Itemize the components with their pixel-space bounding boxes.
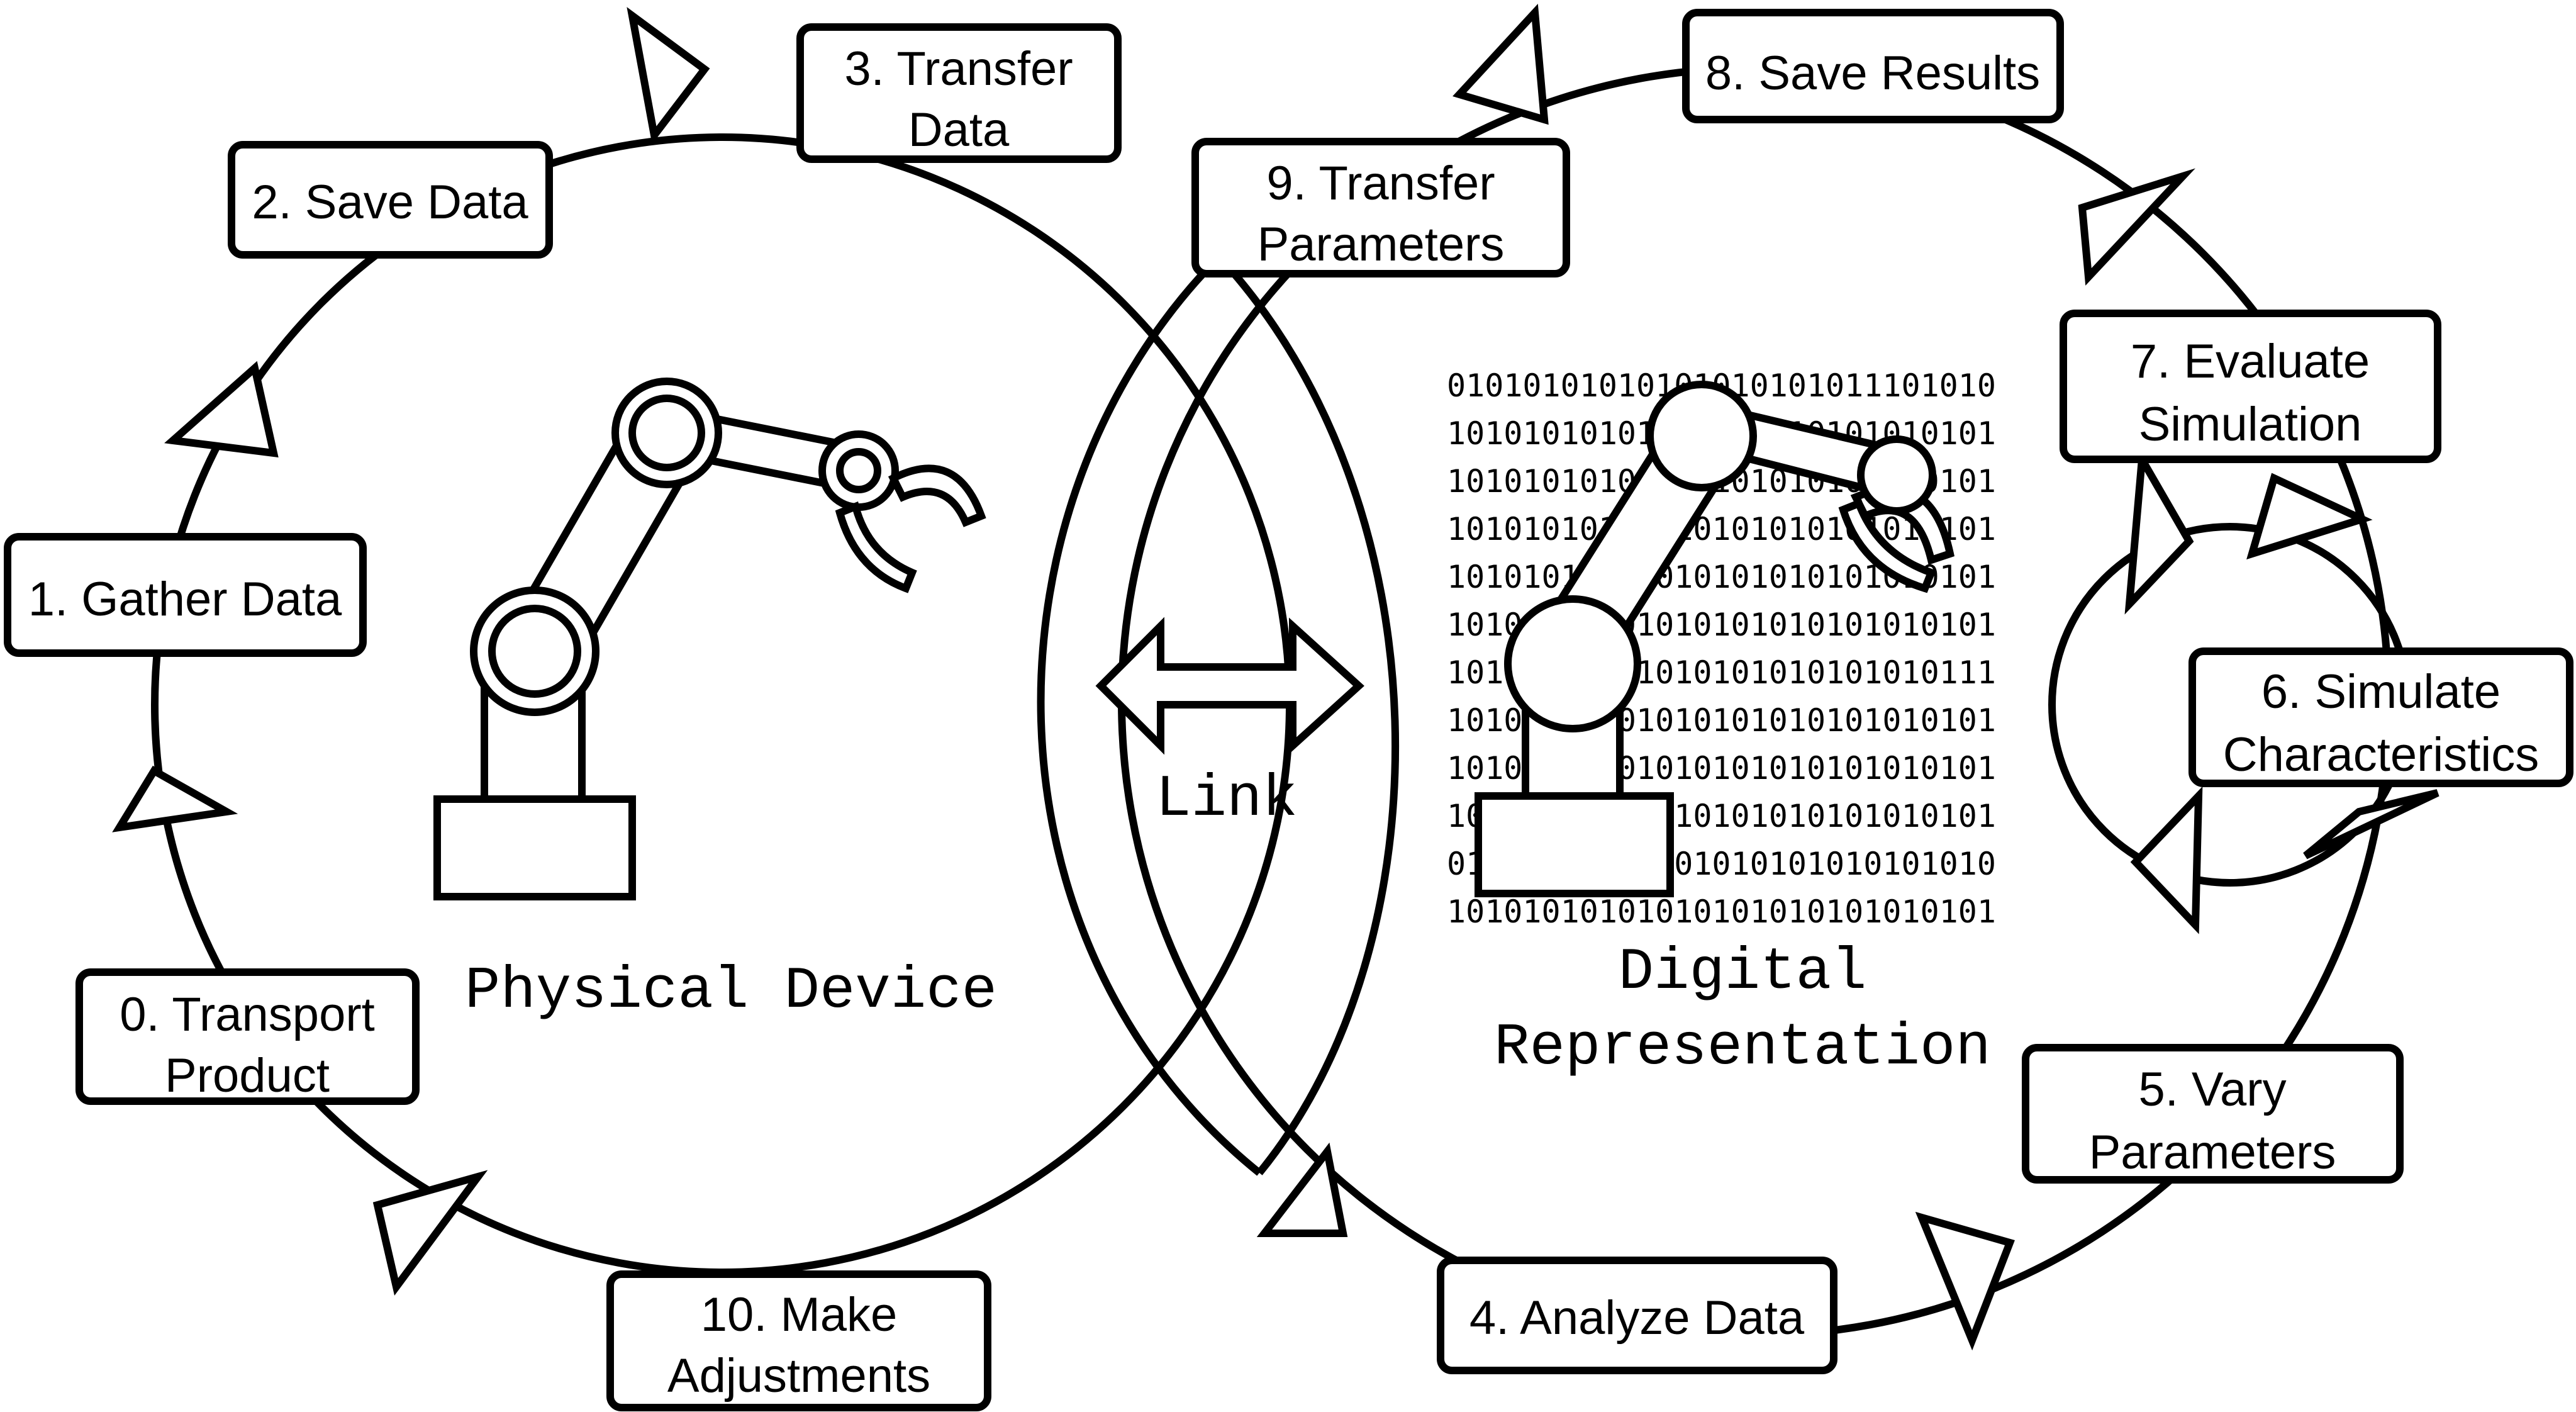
arrow-down-5 xyxy=(2078,168,2195,286)
step-7-evaluate-simulation: 7. Evaluate Simulation xyxy=(2060,310,2441,463)
step-2-save-data: 2. Save Data xyxy=(228,141,553,259)
svg-text:Parameters: Parameters xyxy=(2089,1126,2336,1179)
arrow-loop-7 xyxy=(2246,473,2373,560)
svg-text:Data: Data xyxy=(908,103,1010,157)
step-3-transfer-data: 3. Transfer Data xyxy=(796,23,1122,163)
step-5-vary-parameters: 5. Vary Parameters xyxy=(2022,1044,2404,1184)
step-6-simulate-characteristics: 6. Simulate Characteristics xyxy=(2188,647,2573,787)
svg-text:Parameters: Parameters xyxy=(1257,218,1505,271)
digital-label-line-1: Digital xyxy=(1619,939,1867,1006)
arrow-loop-6 xyxy=(2124,447,2194,615)
arrow-left-11 xyxy=(1256,1142,1348,1237)
svg-text:6. Simulate: 6. Simulate xyxy=(2261,665,2501,719)
arrow-up-2 xyxy=(164,361,279,458)
physical-robot-arm-icon xyxy=(433,378,986,900)
arrow-left-10 xyxy=(1915,1211,2015,1351)
svg-text:Adjustments: Adjustments xyxy=(667,1349,930,1403)
svg-text:9. Transfer: 9. Transfer xyxy=(1266,157,1495,210)
link-lens-right xyxy=(1216,254,1400,1175)
svg-text:Characteristics: Characteristics xyxy=(2223,728,2540,782)
step-9-transfer-parameters: 9. Transfer Parameters xyxy=(1191,138,1570,277)
svg-text:7. Evaluate: 7. Evaluate xyxy=(2131,335,2370,388)
double-arrow-icon xyxy=(1095,617,1364,755)
arrow-left-12 xyxy=(372,1170,488,1296)
step-0-transport-product: 0. Transport Product xyxy=(75,968,420,1105)
svg-text:Simulation: Simulation xyxy=(2139,398,2362,451)
arrow-up-1 xyxy=(112,765,238,832)
digital-label-line-2: Representation xyxy=(1494,1015,1991,1082)
svg-text:5. Vary: 5. Vary xyxy=(2138,1063,2286,1116)
svg-text:1. Gather Data: 1. Gather Data xyxy=(28,573,342,626)
flow-arrows xyxy=(112,3,2439,1351)
svg-text:8. Save Results: 8. Save Results xyxy=(1705,47,2040,100)
svg-text:4. Analyze Data: 4. Analyze Data xyxy=(1469,1291,1805,1345)
binary-line: 10101010101010101010101010101 xyxy=(1447,894,1996,930)
digital-robot-arm-icon xyxy=(1475,381,1954,897)
arrow-right-4 xyxy=(1452,3,1549,125)
step-1-gather-data: 1. Gather Data xyxy=(4,533,367,657)
step-4-analyze-data: 4. Analyze Data xyxy=(1437,1257,1837,1374)
physical-device-label: Physical Device xyxy=(465,958,997,1025)
step-10-make-adjustments: 10. Make Adjustments xyxy=(606,1270,991,1411)
svg-text:0. Transport: 0. Transport xyxy=(120,988,375,1041)
step-8-save-results: 8. Save Results xyxy=(1682,9,2064,123)
svg-text:Product: Product xyxy=(165,1049,330,1102)
link-lens xyxy=(1037,254,1262,1176)
svg-text:3. Transfer: 3. Transfer xyxy=(844,42,1073,96)
arrow-right-3 xyxy=(627,7,710,145)
link-label: Link xyxy=(1156,766,1298,833)
arrow-loop-9 xyxy=(2130,786,2203,934)
svg-text:10. Make: 10. Make xyxy=(701,1288,898,1342)
arrow-loop-8 xyxy=(2303,789,2439,860)
svg-text:2. Save Data: 2. Save Data xyxy=(252,176,528,229)
